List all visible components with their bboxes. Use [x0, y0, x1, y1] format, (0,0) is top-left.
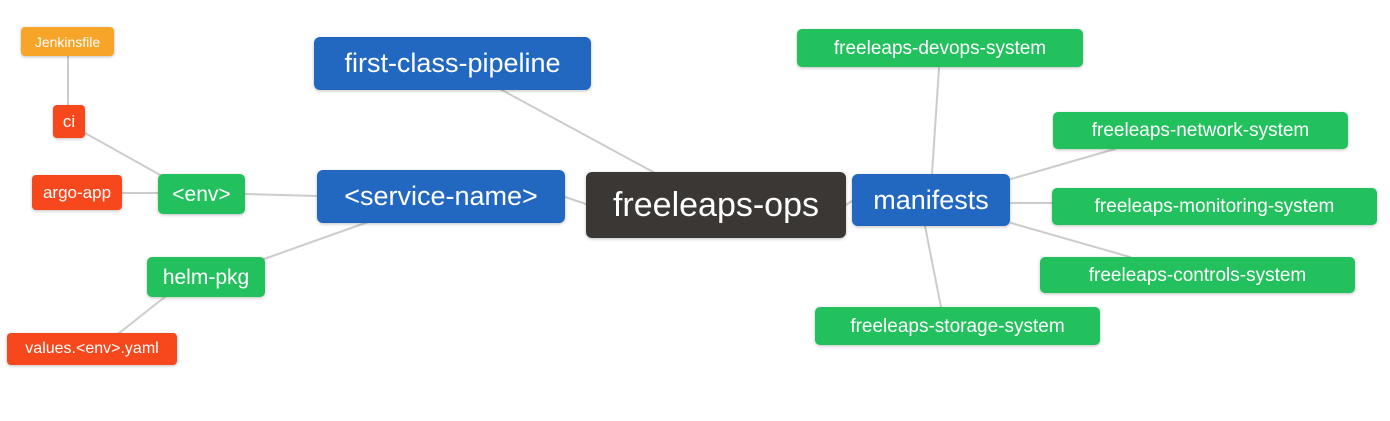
node-service-name[interactable]: <service-name>	[317, 170, 565, 223]
edge-service-name-freeleaps-ops	[564, 196, 587, 205]
node-freeleaps-controls-system[interactable]: freeleaps-controls-system	[1040, 257, 1355, 293]
edge-env-service-name	[244, 193, 318, 197]
node-values-env-yaml[interactable]: values.<env>.yaml	[7, 333, 177, 365]
node-freeleaps-devops-system[interactable]: freeleaps-devops-system	[797, 29, 1083, 67]
node-first-class-pipeline-label: first-class-pipeline	[344, 48, 561, 78]
edge-manifests-network-system	[1010, 148, 1116, 180]
node-manifests[interactable]: manifests	[852, 174, 1010, 226]
node-env[interactable]: <env>	[158, 174, 245, 214]
node-freeleaps-network-system[interactable]: freeleaps-network-system	[1053, 112, 1348, 149]
node-freeleaps-monitoring-system[interactable]: freeleaps-monitoring-system	[1052, 188, 1377, 225]
node-service-name-label: <service-name>	[344, 181, 538, 211]
node-env-label: <env>	[172, 182, 231, 206]
edge-helm-pkg-service-name	[263, 221, 369, 260]
edge-helm-pkg-values-yaml	[117, 295, 167, 335]
edge-manifests-controls-system	[1010, 222, 1131, 258]
node-freeleaps-storage-system[interactable]: freeleaps-storage-system	[815, 307, 1100, 345]
node-freeleaps-monitoring-system-label: freeleaps-monitoring-system	[1094, 196, 1335, 217]
node-freeleaps-controls-system-label: freeleaps-controls-system	[1088, 264, 1307, 286]
node-ci-label: ci	[62, 112, 76, 131]
node-jenkinsfile-label: Jenkinsfile	[34, 33, 101, 50]
node-first-class-pipeline[interactable]: first-class-pipeline	[314, 37, 591, 90]
node-jenkinsfile[interactable]: Jenkinsfile	[21, 27, 114, 56]
node-freeleaps-network-system-label: freeleaps-network-system	[1091, 120, 1310, 141]
node-helm-pkg[interactable]: helm-pkg	[147, 257, 265, 297]
node-argo-app[interactable]: argo-app	[32, 175, 122, 210]
node-helm-pkg-label: helm-pkg	[162, 265, 250, 289]
edge-pipeline-freeleaps-ops	[499, 88, 656, 174]
node-freeleaps-storage-system-label: freeleaps-storage-system	[850, 315, 1065, 337]
edge-ci-env	[84, 132, 163, 177]
node-values-env-yaml-label: values.<env>.yaml	[25, 340, 159, 357]
edge-manifests-devops-system	[931, 67, 940, 175]
node-freeleaps-ops-label: freeleaps-ops	[612, 186, 819, 224]
edge-manifests-storage-system	[924, 225, 942, 308]
node-argo-app-label: argo-app	[42, 183, 112, 202]
node-ci[interactable]: ci	[53, 105, 85, 138]
node-freeleaps-devops-system-label: freeleaps-devops-system	[833, 37, 1047, 59]
node-freeleaps-ops-root[interactable]: freeleaps-ops	[586, 172, 846, 238]
node-manifests-label: manifests	[873, 184, 989, 215]
